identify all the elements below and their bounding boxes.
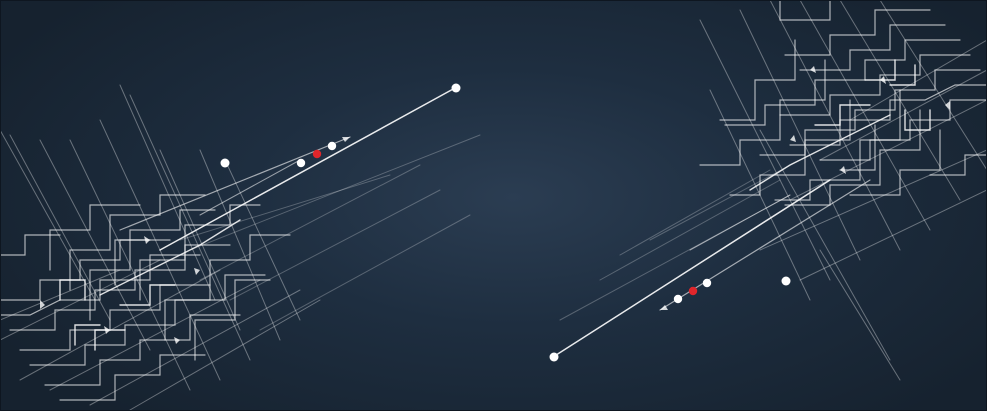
node-dot xyxy=(327,141,337,151)
node-dot xyxy=(781,276,791,286)
node-dot xyxy=(549,352,559,362)
node-dot xyxy=(673,294,683,304)
circuit-lines-right xyxy=(552,0,987,381)
circuit-lines-left xyxy=(0,84,481,411)
red-node-dot xyxy=(312,149,322,159)
arrow-head xyxy=(660,66,950,310)
arrow-head xyxy=(40,137,350,344)
node-dot xyxy=(451,83,461,93)
node-dot xyxy=(296,158,306,168)
node-dot xyxy=(702,278,712,288)
red-node-dot xyxy=(688,286,698,296)
node-dot xyxy=(220,158,230,168)
